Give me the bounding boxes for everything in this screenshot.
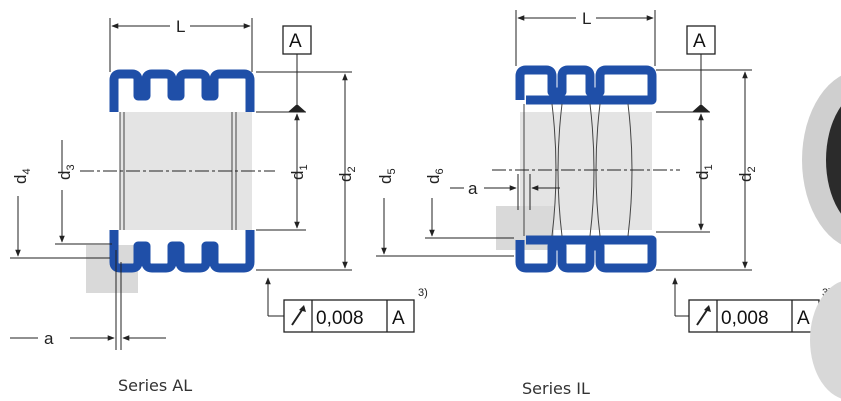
al-dim-length: L (176, 17, 185, 36)
al-datum-label: A (289, 31, 302, 52)
caption-series-al: Series AL (118, 376, 193, 395)
il-bellows-top (515, 65, 657, 105)
il-bellows-bottom (515, 235, 657, 273)
il-dim-d5: d5 (376, 168, 398, 184)
il-datum-label: A (693, 31, 706, 52)
al-dim-a: a (44, 329, 54, 348)
il-dim-length: L (582, 9, 591, 28)
caption-series-il: Series IL (522, 379, 590, 398)
al-tolerance-value: 0,008 (316, 308, 364, 329)
il-dim-d6: d6 (424, 168, 446, 184)
al-dim-d1: d1 (288, 164, 310, 180)
runout-icon (291, 305, 306, 326)
al-footnote: 3) (418, 287, 428, 299)
al-bellows-top (109, 69, 255, 112)
il-tolerance-frame (688, 299, 820, 333)
al-datum-box (282, 25, 312, 55)
al-bellows-bottom (109, 230, 255, 273)
al-dim-d3: d3 (55, 164, 77, 180)
il-dim-a: a (468, 179, 478, 198)
al-tolerance-datum: A (392, 308, 405, 329)
il-tolerance-value: 0,008 (721, 308, 769, 329)
runout-icon (696, 305, 711, 326)
il-tolerance-datum: A (797, 308, 810, 329)
il-dim-d2: d2 (736, 166, 758, 182)
product-photo-edge (802, 75, 841, 399)
al-tolerance-frame (283, 299, 415, 333)
il-dim-d1: d1 (693, 164, 715, 180)
series-il-drawing: L A d1 d2 d5 d6 a (376, 9, 832, 333)
al-dim-d4: d4 (11, 168, 33, 184)
al-dim-d2: d2 (336, 166, 358, 182)
series-al-drawing: L A d1 d2 d3 d4 a (10, 17, 428, 350)
